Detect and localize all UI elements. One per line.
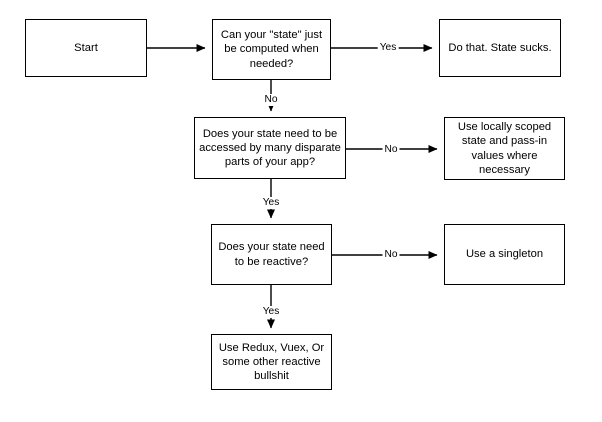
edge-label-yes-reactive: Yes xyxy=(260,306,282,318)
edge-label-yes-computed: Yes xyxy=(377,42,399,54)
edge-label-no-disparate: No xyxy=(382,144,400,156)
node-use-redux-vuex[interactable]: Use Redux, Vuex, Or some other reactive … xyxy=(211,334,332,390)
node-use-locally-scoped-state[interactable]: Use locally scoped state and pass-in val… xyxy=(444,117,565,180)
node-question-disparate-parts[interactable]: Does your state need to be accessed by m… xyxy=(194,117,346,179)
edge-label-no-computed: No xyxy=(262,94,280,106)
edge-label-yes-disparate: Yes xyxy=(260,197,282,209)
node-do-that-state-sucks[interactable]: Do that. State sucks. xyxy=(439,19,561,77)
node-question-computed[interactable]: Can your "state" just be computed when n… xyxy=(212,19,331,80)
node-start[interactable]: Start xyxy=(25,19,147,77)
edge-label-no-reactive: No xyxy=(382,249,400,261)
node-use-a-singleton[interactable]: Use a singleton xyxy=(444,224,565,285)
node-question-reactive[interactable]: Does your state need to be reactive? xyxy=(211,224,332,285)
